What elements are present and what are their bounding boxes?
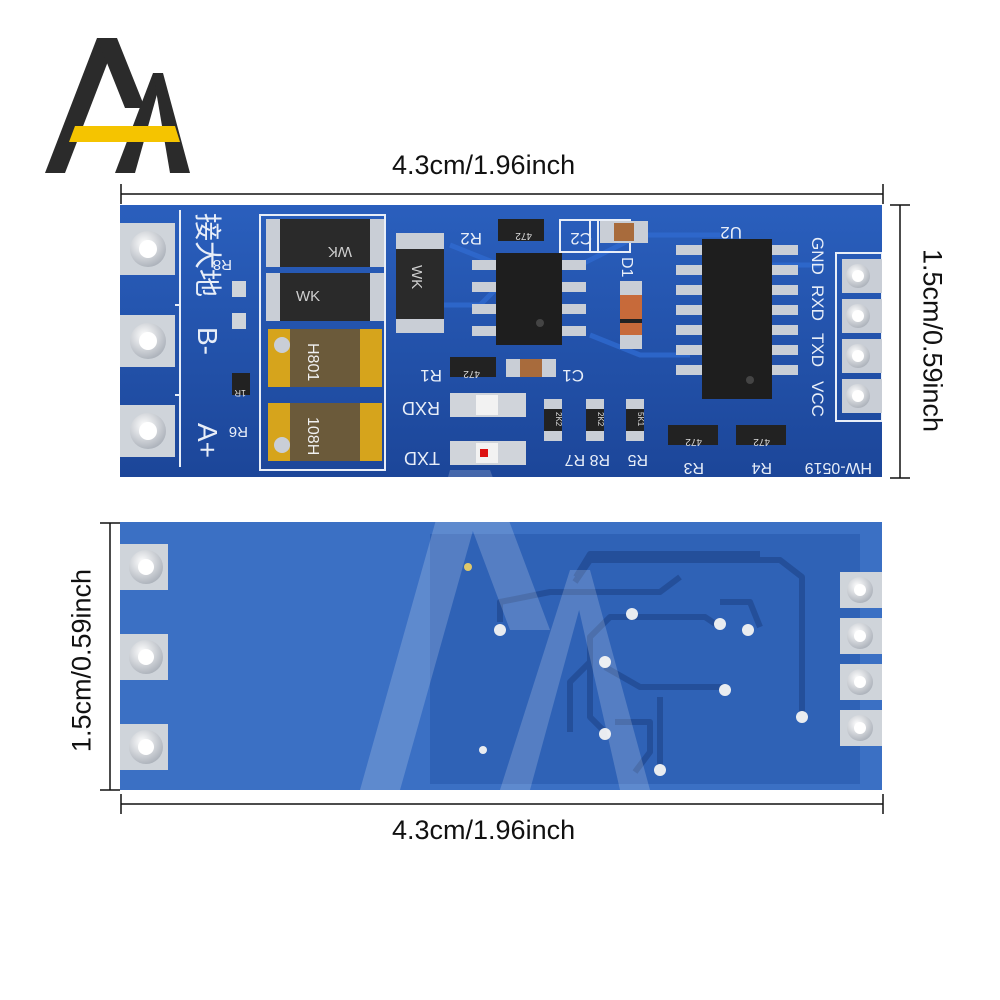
silk-r2: R2 [460, 229, 482, 248]
res-472-c: 472 [685, 436, 702, 447]
fuse-top: H801 [268, 329, 382, 387]
silk-d1: D1 [618, 257, 635, 278]
res-472-d: 472 [753, 436, 770, 447]
silk-ground: 接大地 [192, 213, 223, 297]
silk-r1: R1 [420, 366, 442, 385]
silk-b-minus: B- [192, 327, 223, 355]
silk-r8: R8 [213, 256, 232, 273]
res-r6-mark: 1R [234, 388, 246, 398]
silk-rxd: RXD [402, 398, 440, 418]
fuse-bottom-mark: 108H [304, 417, 321, 455]
left-height-label: 1.5cm/0.59inch [66, 568, 97, 753]
fuse-top-mark: H801 [304, 343, 321, 381]
top-width-label: 4.3cm/1.96inch [392, 150, 576, 180]
silk-r5: R5 [627, 451, 648, 468]
back-left-pads [120, 544, 168, 770]
pin-label-gnd: GND [808, 237, 827, 275]
pin-label-rxd: RXD [808, 285, 827, 321]
res-5k1: 5K1 [636, 412, 645, 427]
top-dimension-line [120, 184, 884, 204]
tvs-mid: WK [266, 273, 384, 321]
tvs-mid-mark: WK [296, 288, 320, 305]
silk-u2: U2 [720, 223, 742, 242]
silk-a-plus: A+ [192, 423, 223, 458]
bottom-dimension-line [120, 794, 884, 814]
ic-u1 [472, 253, 586, 345]
right-height-label: 1.5cm/0.59inch [917, 248, 948, 433]
tvs-top: WK [266, 219, 384, 267]
pin-label-vcc: VCC [808, 381, 827, 417]
silk-r4: R4 [751, 459, 772, 476]
tvs-right: WK [396, 233, 444, 333]
silk-c1: C1 [562, 366, 584, 385]
right-dimension-line [890, 204, 910, 479]
pin-label-txd: TXD [808, 333, 827, 367]
res-472-b: 472 [463, 368, 480, 379]
silk-model: HW-0519 [805, 459, 872, 476]
fuse-bottom: 108H [268, 403, 382, 461]
right-header-pins [835, 252, 882, 422]
ic-u2 [676, 239, 798, 399]
left-terminal-pads [120, 223, 175, 457]
res-472-a: 472 [515, 230, 532, 241]
left-dimension-line [100, 522, 120, 791]
silk-txd: TXD [404, 448, 440, 468]
watermark-logo [360, 470, 650, 790]
bottom-width-label: 4.3cm/1.96inch [392, 815, 576, 845]
res-2k2-b: 2K2 [596, 412, 605, 427]
back-right-pads [840, 572, 882, 746]
pcb-back [120, 522, 882, 790]
tvs-right-mark: WK [408, 265, 425, 289]
silk-r6: R6 [229, 423, 248, 440]
pcb-front: 接大地 B- A+ R8 R6 1R WK WK WK H801 108H RX… [120, 205, 882, 477]
silk-r8r7: R8 R7 [565, 451, 610, 468]
res-2k2-a: 2K2 [554, 412, 563, 427]
silk-r3: R3 [683, 459, 704, 476]
silk-c2: C2 [570, 229, 592, 248]
brand-logo [45, 38, 190, 173]
tvs-top-mark: WK [328, 243, 352, 260]
